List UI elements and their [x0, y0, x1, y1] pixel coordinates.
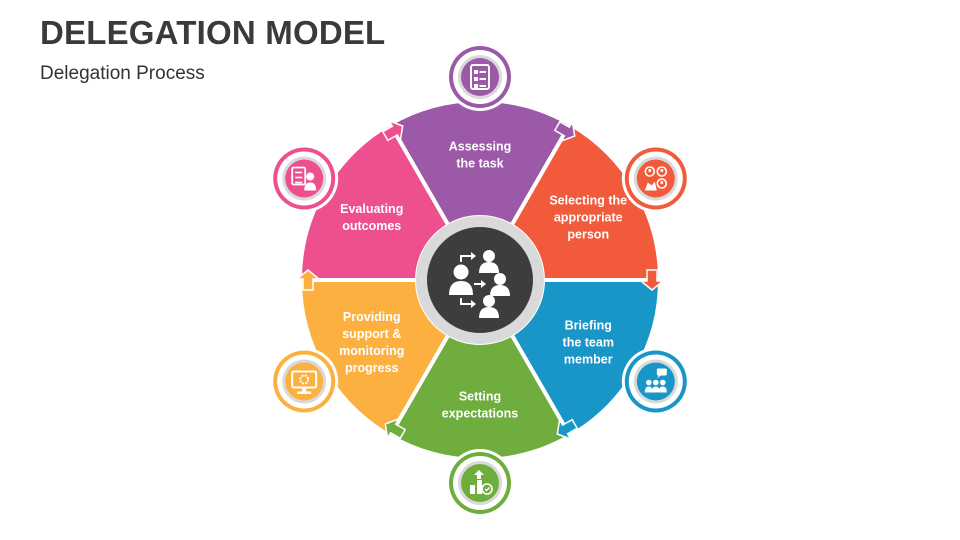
delegation-people-arrows-icon — [449, 250, 510, 318]
badge-providing — [270, 347, 339, 416]
segment-label-line: outcomes — [342, 219, 401, 233]
badge-core — [636, 159, 675, 198]
segment-label-line: Selecting the — [549, 194, 627, 208]
badge-assessing — [446, 43, 514, 111]
segment-label-providing: Providing support & monitoring progress — [339, 310, 404, 375]
page-title: DELEGATION MODEL — [40, 14, 386, 51]
segment-label-selecting: Selecting the appropriate person — [549, 194, 627, 242]
segment-label-line: expectations — [442, 407, 518, 421]
flow-arrow-selecting-to-briefing — [638, 269, 666, 291]
badge-evaluating — [270, 144, 339, 213]
flow-arrow-assessing-to-selecting — [553, 119, 576, 143]
segment-label-line: the task — [456, 157, 503, 171]
candidate-selection-icon — [644, 166, 668, 191]
checklist-icon — [470, 64, 490, 90]
badge-core — [461, 58, 499, 96]
badge-briefing — [621, 347, 690, 416]
segment-label-line: appropriate — [554, 211, 623, 225]
badge-selecting — [621, 144, 690, 213]
evaluation-icon — [291, 166, 317, 191]
segment-label-line: Setting — [459, 390, 501, 404]
segment-label-line: person — [567, 228, 609, 242]
team-briefing-icon — [644, 368, 667, 393]
flow-arrow-providing-to-evaluating — [294, 269, 322, 291]
badge-core — [285, 362, 324, 401]
segment-label-line: Briefing — [565, 319, 612, 333]
segment-label-assessing: Assessing the task — [449, 140, 512, 171]
segment-label-setting: Setting expectations — [442, 390, 518, 421]
segment-label-line: the team — [563, 336, 614, 350]
segment-label-line: monitoring — [339, 344, 404, 358]
growth-chart-icon — [470, 470, 493, 495]
flow-arrow-briefing-to-setting — [556, 417, 579, 441]
segment-label-line: member — [564, 353, 613, 367]
segment-label-evaluating: Evaluating outcomes — [340, 202, 403, 233]
flow-arrow-setting-to-providing — [384, 417, 407, 441]
center-hub — [427, 227, 533, 333]
badge-setting — [446, 449, 514, 517]
segment-label-line: Evaluating — [340, 202, 403, 216]
flow-arrow-evaluating-to-assessing — [381, 119, 404, 143]
segment-label-line: progress — [345, 361, 399, 375]
segment-label-briefing: Briefing the team member — [563, 319, 614, 367]
segment-label-line: support & — [342, 327, 401, 341]
monitor-gear-icon — [291, 370, 318, 394]
page-subtitle: Delegation Process — [40, 63, 205, 84]
badge-core — [285, 159, 324, 198]
segment-label-line: Providing — [343, 310, 401, 324]
segment-label-line: Assessing — [449, 140, 512, 154]
